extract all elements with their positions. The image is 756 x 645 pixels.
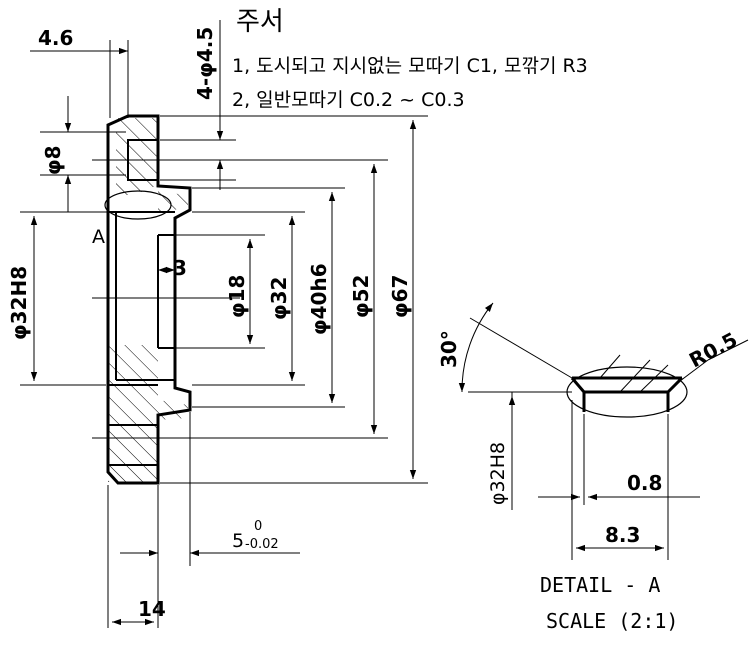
detail-caption-1: DETAIL - A xyxy=(540,573,660,597)
detail-a-view: 30° R0.5 φ32H8 0.8 8.3 DETAIL - A SCALE … xyxy=(437,302,749,633)
dim-14: 14 xyxy=(138,597,166,621)
dim-phi32: φ32 xyxy=(267,277,291,320)
detail-angle: 30° xyxy=(437,330,461,368)
dim-phi32h8: φ32H8 xyxy=(7,266,31,340)
notes-title: 주서 xyxy=(236,7,284,37)
detail-radius: R0.5 xyxy=(685,327,741,372)
dim-4-phi4-5: 4-φ4.5 xyxy=(193,27,217,100)
notes-line-1: 1, 도시되고 지시없는 모따기 C1, 모깎기 R3 xyxy=(232,55,588,77)
dim-5-upper: 0 xyxy=(254,519,262,534)
section-view xyxy=(92,114,240,485)
notes-line-2: 2, 일반모따기 C0.2 ~ C0.3 xyxy=(232,89,465,111)
part-outline xyxy=(106,114,192,485)
dim-phi8: φ8 xyxy=(41,145,65,175)
dim-phi18: φ18 xyxy=(225,275,249,318)
detail-bore: φ32H8 xyxy=(487,442,509,505)
dim-phi67: φ67 xyxy=(388,275,412,318)
dim-3: 3 xyxy=(173,256,187,280)
center-lines xyxy=(92,159,240,439)
detail-caption-2: SCALE (2:1) xyxy=(546,609,678,633)
notes-block: 주서 1, 도시되고 지시없는 모따기 C1, 모깎기 R3 2, 일반모따기 … xyxy=(232,7,588,111)
dim-phi40h6: φ40h6 xyxy=(307,263,331,335)
dim-5-main: 5 xyxy=(232,530,244,552)
dimension-texts: 4.6 4-φ4.5 φ8 A φ32H8 3 φ18 φ32 φ40h6 φ5… xyxy=(7,26,412,621)
detail-a-circle xyxy=(104,190,172,220)
dimension-lines xyxy=(20,20,428,628)
detail-dim-0-8: 0.8 xyxy=(627,471,662,495)
dim-4-6: 4.6 xyxy=(38,26,73,50)
detail-dim-8-3: 8.3 xyxy=(605,523,640,547)
dim-5-lower: -0.02 xyxy=(245,537,279,552)
dim-phi52: φ52 xyxy=(349,275,373,318)
dim-a-label: A xyxy=(92,226,105,248)
